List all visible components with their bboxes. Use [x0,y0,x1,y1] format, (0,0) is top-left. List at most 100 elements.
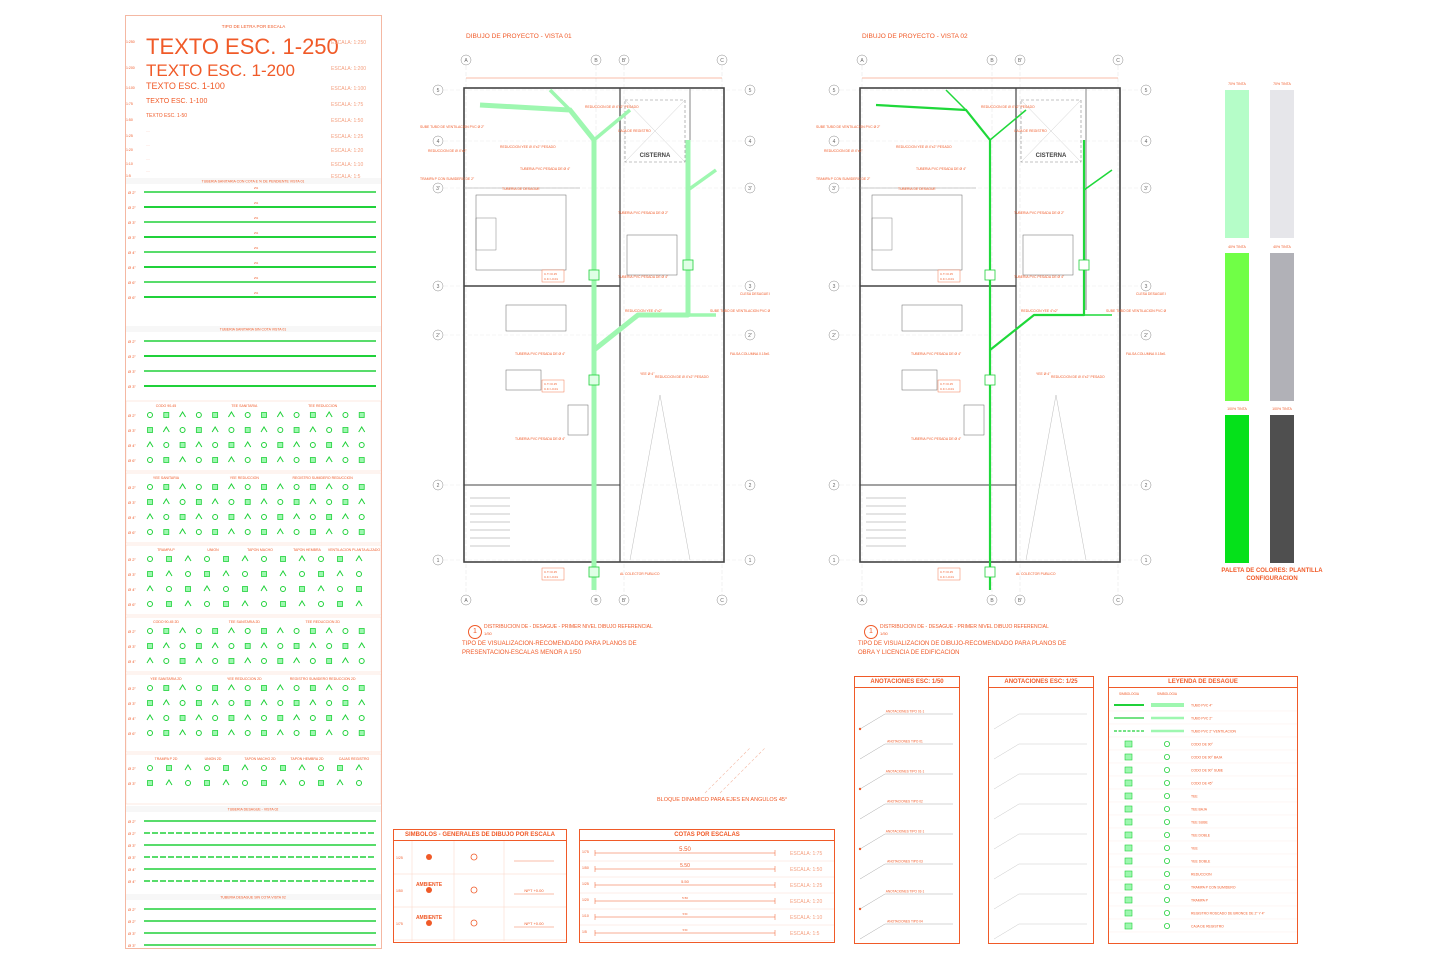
fitting-symbol [244,412,251,418]
section-band [126,806,381,812]
pipe-label: Ø 4" [128,867,136,872]
pipe-label: Ø 2" [128,831,136,836]
axis-bubble [744,280,756,292]
fitting-symbol [223,601,229,607]
fitting-symbol [184,764,192,771]
fitting-symbol [342,657,349,664]
axis-bubble [856,594,868,606]
fitting-symbol [179,729,187,736]
fitting-symbol [185,586,191,592]
section-title: TUBERIA SANITARIA CON COTA E % DE PENDIE… [202,180,305,184]
level-tag-text: C.F.=-0.01 [940,387,954,391]
fitting-symbol [179,456,187,463]
fitting-symbol [261,601,267,607]
axis-bubble [432,280,444,292]
pipe-label: Ø 3" [128,384,136,389]
caja-registro [984,374,996,386]
fitting-symbol [355,764,363,771]
fitting-symbol [244,427,251,433]
fitting-symbol [358,498,366,505]
ambiente-label: AMBIENTE [416,915,443,921]
axis-bubble [828,554,840,566]
fitting-symbol [309,426,317,433]
fitting-symbol [244,657,252,664]
fitting-symbol [179,715,186,721]
legend-symbol [1124,805,1133,813]
plan-annotation: TUBERIA PVC PESADA DE Ø 4" [618,275,669,279]
fitting-symbol [342,529,349,535]
axis-bubble [1112,594,1124,606]
fitting-symbol [326,715,333,721]
plan-annotation: TUBERIA PVC PESADA DE Ø 4" [515,352,566,356]
fitting-symbol [147,628,153,634]
leyenda-col-header: SIMBOLOGIA [1119,692,1140,696]
fitting-symbol [293,714,300,721]
axis-label: C [720,58,724,64]
fitting-symbol [179,658,186,664]
fitting-symbol [241,600,249,607]
fitting-size: Ø 3" [128,428,136,433]
fittings-title: TAPON HEMBRA [293,548,321,552]
fitting-symbol [244,730,251,736]
axis-bubble [460,594,472,606]
axis-bubble [744,479,756,491]
view1-title: DIBUJO DE PROYECTO - VISTA 01 [466,33,572,40]
fitting-symbol [244,484,251,490]
pipe-slope: 2% [254,291,259,295]
cisterna-x [624,99,686,163]
fitting-symbol [358,715,365,721]
fitting-symbol [358,514,365,520]
fitting-symbol [342,427,349,433]
fitting-symbol [326,427,333,433]
fitting-symbol [280,765,286,771]
fitting-symbol [326,700,333,706]
kitchen-table [1022,234,1074,276]
legend-symbol [1124,883,1133,891]
fittings-title: REGISTRO SUMIDERO REDUCCION [293,476,354,480]
axis-label: 5 [749,88,752,94]
fitting-symbol [146,513,154,520]
leader [993,773,1020,790]
axis-label: 4 [749,139,752,145]
sample-scale: ESCALA: 1:250 [331,40,367,46]
fittings-title: TEE REDUCCION 2D [305,620,340,624]
axis-bubble [1014,594,1026,606]
anotaciones-25-panel: ANOTACIONES ESC: 1/25 [988,676,1094,944]
fitting-symbol [195,730,202,736]
axis-bubble [716,594,728,606]
axis-label: B' [1018,58,1022,64]
fitting-size: Ø 6" [128,731,136,736]
axis-bubble [1140,479,1152,491]
caption-scale: 1/50 [880,631,888,636]
simbolos-scale: 1/25 [396,856,403,860]
sample-scale: ESCALA: 1:200 [331,66,367,72]
fitting-symbol [195,513,203,520]
fitting-symbol [326,643,333,649]
fitting-symbol [356,571,362,577]
fitting-symbol [309,412,316,418]
axis-label: B [594,58,598,64]
legend-symbol [1124,922,1133,930]
legend-symbol [1124,857,1133,865]
axis-bubble [1140,182,1152,194]
fitting-symbol [223,586,229,592]
annotation-type: ANOTACIONES TIPO 02-1 [886,830,925,834]
ambiente-label: AMBIENTE [416,882,443,888]
sample-scale-left: 1:25 [126,134,133,138]
level-tag [541,567,565,581]
leader [859,803,886,820]
fitting-symbol [162,699,170,706]
leyenda-item: YEE DOBLE [1191,860,1211,864]
axis-bubble [828,280,840,292]
fitting-symbol [244,529,251,535]
pipe-slope: 2% [254,231,259,235]
fitting-symbol [293,484,300,490]
fittings-title: CODO 90-45 [156,404,176,408]
axis-label: A [860,58,864,64]
fitting-symbol [277,442,284,448]
plan-annotation: REDUCCION DE Ø 4"x2" [824,149,863,153]
fitting-symbol [228,729,235,736]
